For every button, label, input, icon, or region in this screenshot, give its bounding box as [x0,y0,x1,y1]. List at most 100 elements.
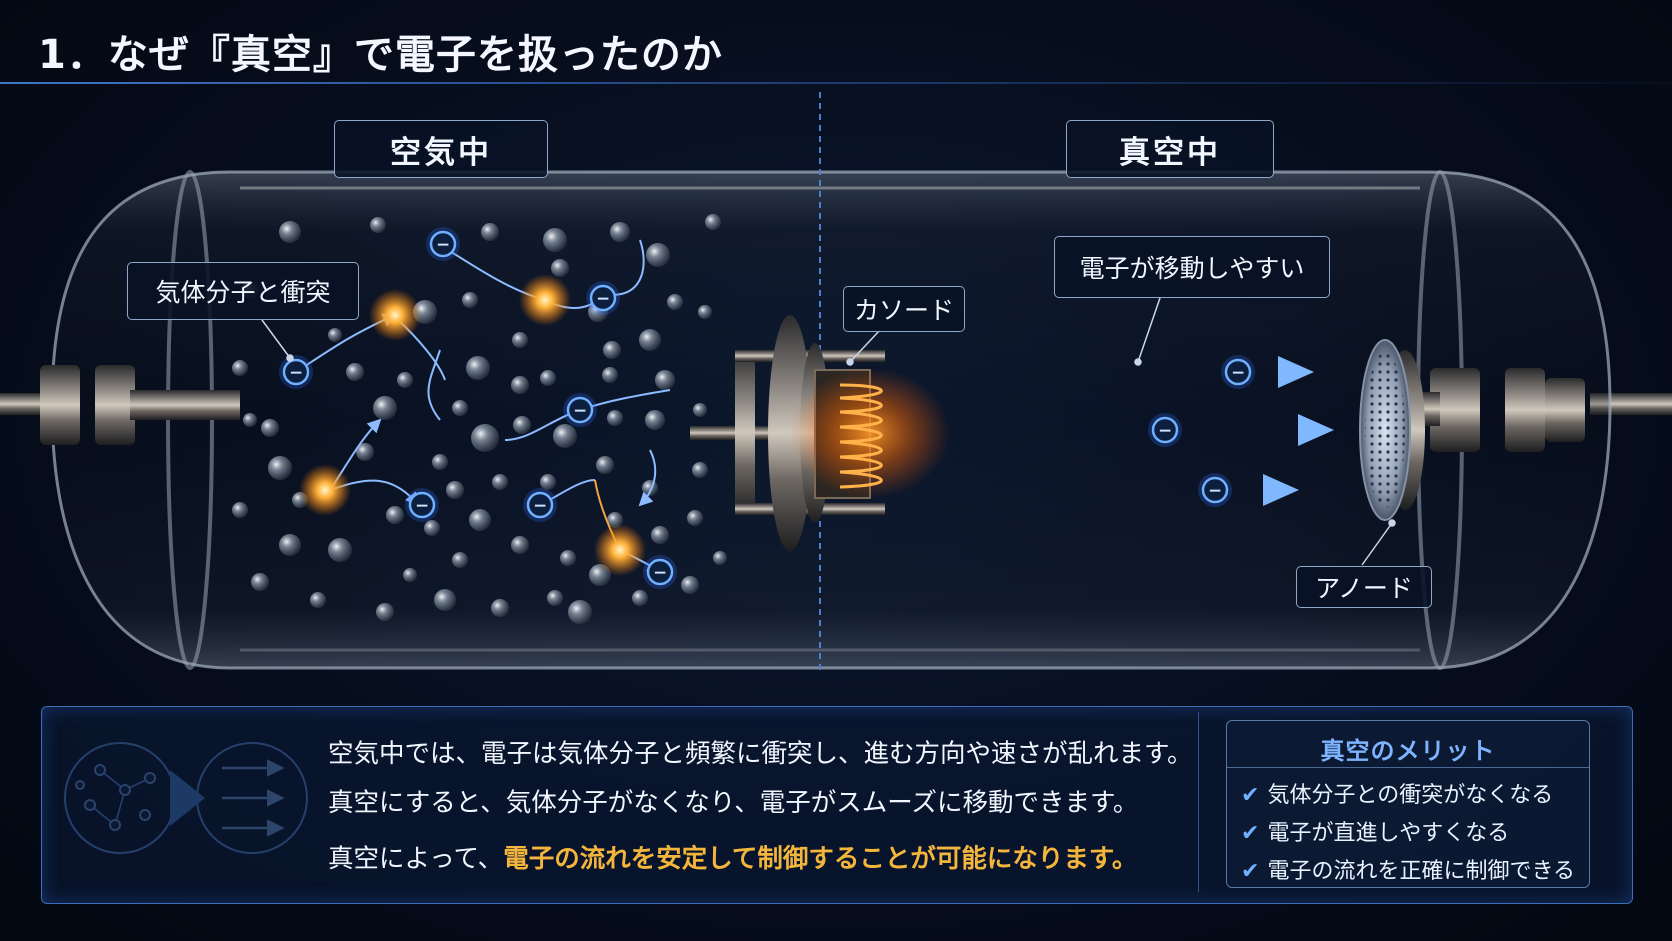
gas-molecule [492,474,508,490]
electron-icon: − [1198,473,1232,507]
air-electrons: − − − − − − − [279,227,677,589]
gas-molecule [462,292,478,308]
svg-text:−: − [596,288,610,308]
gas-molecule [692,462,708,478]
gas-molecule [491,599,509,617]
gas-molecule [373,396,397,420]
gas-molecule [639,329,661,351]
merit-item: ✔ 気体分子との衝突がなくなる [1241,777,1553,809]
description-line-1: 空気中では、電子は気体分子と頻繁に衝突し、進む方向や速さが乱れます。 [328,739,1193,769]
electron-icon: − [405,488,439,522]
gas-molecule [551,259,569,277]
gas-molecule [386,506,404,524]
gas-molecule [596,456,614,474]
merit-item-label: 気体分子との衝突がなくなる [1267,783,1554,808]
check-icon: ✔ [1241,783,1260,808]
gas-molecule [310,592,326,608]
gas-molecule [512,332,528,348]
gas-molecule [452,552,468,568]
gas-molecule [471,424,499,452]
gas-molecule [568,600,592,624]
svg-text:−: − [415,495,429,515]
gas-molecule [356,443,374,461]
gas-molecule [698,305,712,319]
svg-text:−: − [1208,480,1222,500]
svg-text:−: − [533,495,547,515]
gas-molecule [607,410,623,426]
description-line-2: 真空にすると、気体分子がなくなり、電子がスムーズに移動できます。 [328,788,1139,818]
electron-icon: − [586,281,620,315]
svg-text:−: − [653,562,667,582]
gas-molecule [251,573,269,591]
gas-molecule [346,363,364,381]
description-line-3-prefix: 真空によって、 [328,844,504,874]
gas-molecule [687,510,703,526]
collision-sparks [299,274,646,576]
gas-molecule [328,328,342,342]
gas-molecule [424,520,440,536]
gas-molecule [328,538,352,562]
gas-molecule [232,502,248,518]
gas-molecule [243,413,257,427]
gas-molecule [646,243,670,267]
gas-molecule [543,228,567,252]
gas-molecule [540,370,556,386]
description-highlight: 電子の流れを安定して制御することが可能になります。 [503,844,1138,874]
gas-molecules [232,214,727,624]
svg-text:−: − [436,234,450,254]
cathode-callout: カソード [843,286,965,332]
page-title: 1．なぜ『真空』で電子を扱ったのか [38,32,723,78]
gas-molecule [446,481,464,499]
check-icon: ✔ [1241,821,1260,846]
svg-text:−: − [573,400,587,420]
gas-molecule [403,568,417,582]
gas-molecule [261,419,279,437]
cathode-filament [839,383,883,489]
gas-molecule [376,603,394,621]
callout-leaders [261,297,1396,566]
gas-molecule [511,376,529,394]
svg-text:−: − [289,362,303,382]
gas-molecule [547,590,563,606]
gas-molecule [681,576,699,594]
merit-item-label: 電子の流れを正確に制御できる [1267,859,1575,884]
gas-molecule [610,222,630,242]
gas-molecule [268,456,292,480]
description-line-3: 真空によって、電子の流れを安定して制御することが可能になります。 [328,838,1137,875]
merit-item: ✔ 電子が直進しやすくなる [1241,815,1509,847]
gas-molecule [603,341,621,359]
gas-molecule [434,589,456,611]
anode-assembly [1359,339,1425,521]
electron-icon: − [1148,413,1182,447]
gas-molecule [432,454,448,470]
electron-icon: − [563,393,597,427]
merit-item-label: 電子が直進しやすくなる [1267,821,1510,846]
gas-molecule [632,590,648,606]
gas-molecule [452,400,468,416]
panel-divider [1198,712,1199,892]
gas-molecule [232,360,248,376]
gas-molecule [602,367,618,383]
gas-molecule [713,551,727,565]
gas-molecule [370,217,386,233]
gas-molecule [469,509,491,531]
electron-icon: − [1221,355,1255,389]
gas-molecule [466,356,490,380]
gas-molecule [651,526,669,544]
electron-icon: − [643,555,677,589]
svg-text:−: − [1231,362,1245,382]
vacuum-electrons: − − − [1148,355,1255,507]
collision-callout: 気体分子と衝突 [127,262,359,320]
merits-separator [1227,767,1589,768]
vacuum-section-label: 真空中 [1066,120,1274,178]
electron-icon: − [426,227,460,261]
electron-icon: − [279,355,313,389]
merits-box: 真空のメリット ✔ 気体分子との衝突がなくなる ✔ 電子が直進しやすくなる ✔ 電子の… [1226,720,1590,888]
gas-molecule [540,474,556,490]
merits-title: 真空のメリット [1320,737,1496,765]
left-end-fitting [40,365,240,445]
gas-molecule [560,550,576,566]
gas-molecule [511,536,529,554]
air-section-label: 空気中 [334,120,548,178]
